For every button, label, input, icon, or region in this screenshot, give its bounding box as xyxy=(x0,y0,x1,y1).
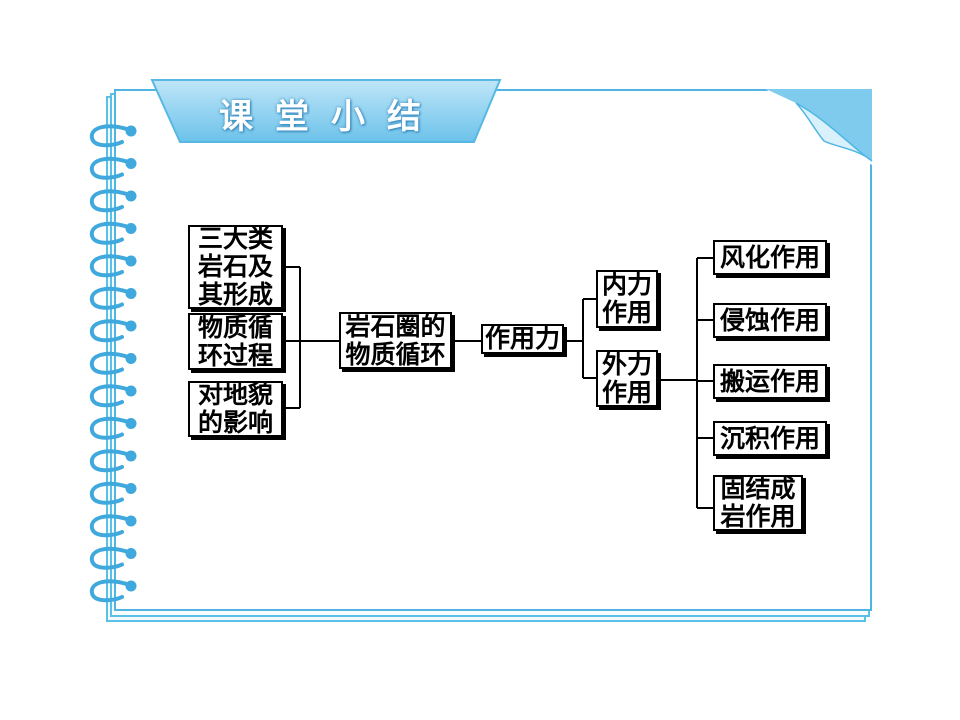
spiral-ring xyxy=(89,221,137,245)
page-curl-icon xyxy=(766,89,873,165)
spiral-ring xyxy=(89,189,137,213)
spiral-ring xyxy=(89,384,137,408)
node-lithification: 固结成 岩作用 xyxy=(713,475,803,531)
node-erosion: 侵蚀作用 xyxy=(713,303,827,338)
title-tab xyxy=(150,79,502,143)
spiral-ring xyxy=(89,286,137,310)
spiral-ring xyxy=(89,254,137,278)
node-cycle-process: 物质循 环过程 xyxy=(188,313,283,370)
node-transport: 搬运作用 xyxy=(713,364,827,399)
spiral-ring xyxy=(89,579,137,603)
spiral-ring xyxy=(89,319,137,343)
node-landform-impact: 对地貌 的影响 xyxy=(188,381,283,437)
spiral-ring xyxy=(89,124,137,148)
node-forces: 作用力 xyxy=(481,324,564,354)
spiral-ring xyxy=(89,546,137,570)
node-internal-force: 内力 作用 xyxy=(596,270,658,328)
spiral-ring xyxy=(89,416,137,440)
node-weathering: 风化作用 xyxy=(713,240,827,275)
node-external-force: 外力 作用 xyxy=(596,350,658,407)
spiral-ring xyxy=(89,481,137,505)
node-rock-types: 三大类 岩石及 其形成 xyxy=(188,225,283,309)
node-lithosphere-cycle: 岩石圈的 物质循环 xyxy=(339,312,452,369)
spiral-ring xyxy=(89,156,137,180)
spiral-ring xyxy=(89,449,137,473)
spiral-ring xyxy=(89,514,137,538)
page-title: 课堂小结 xyxy=(219,96,443,137)
spiral-binding-icon xyxy=(89,124,137,603)
node-deposition: 沉积作用 xyxy=(713,421,827,456)
spiral-ring xyxy=(89,351,137,375)
